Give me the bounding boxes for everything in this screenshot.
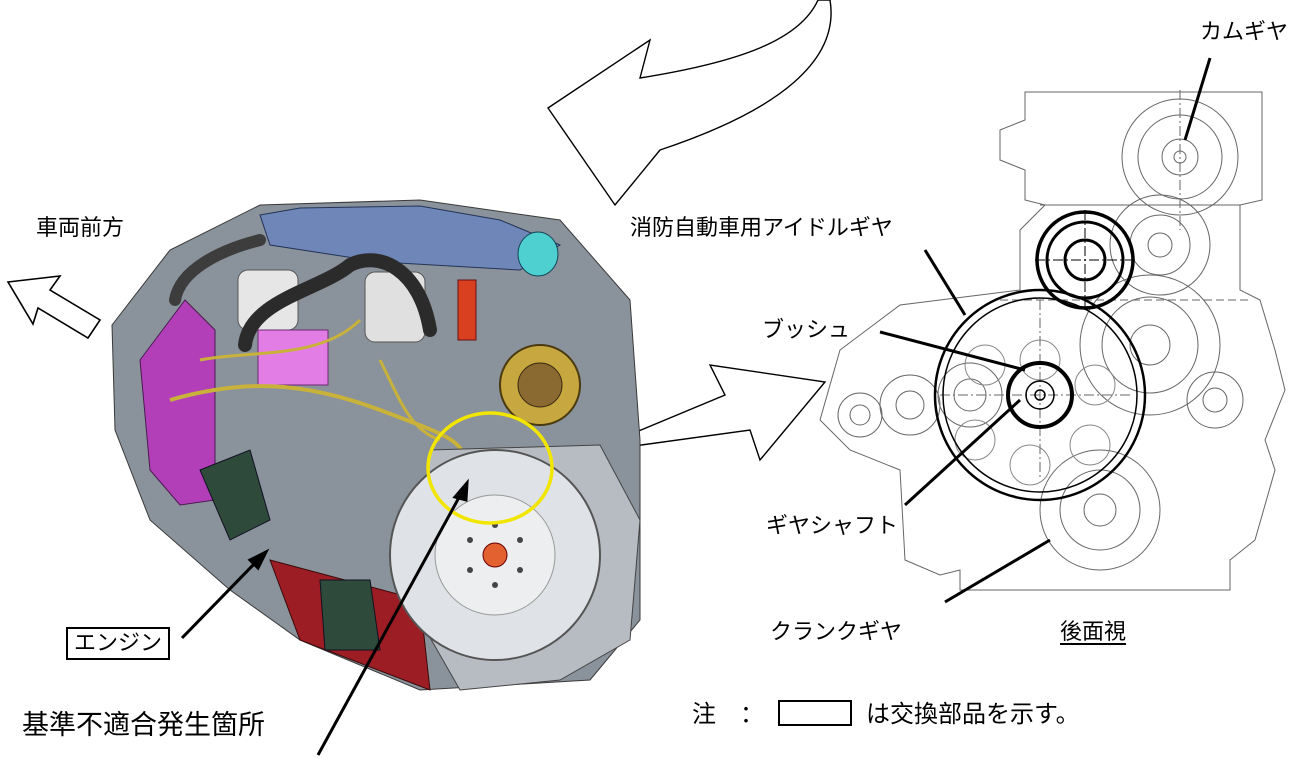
leader-lines	[879, 57, 1212, 604]
front-arrow-icon	[6, 274, 102, 340]
engine-label: エンジン	[66, 627, 171, 660]
vehicle-front-label: 車両前方	[36, 216, 125, 241]
replacement-part-legend-box	[778, 700, 852, 726]
idle-gear-label: 消防自動車用アイドルギヤ	[630, 216, 893, 241]
replacement-parts-outline	[933, 210, 1147, 502]
note-text: 注 ： は交換部品を示す。	[692, 700, 1080, 726]
nonconformity-location-label: 基準不適合発生箇所	[22, 710, 265, 741]
note-suffix: は交換部品を示す。	[866, 700, 1080, 728]
pointer-arrow-icon	[180, 478, 469, 756]
engine-illustration	[111, 199, 641, 691]
highlight-circle	[426, 411, 554, 525]
rear-view-label: 後面視	[1060, 620, 1127, 645]
crank-gear-label: クランクギヤ	[770, 620, 903, 645]
curved-arrow-icon	[547, 0, 832, 207]
note-prefix: 注 ：	[692, 700, 764, 728]
rear-view-drawing	[819, 90, 1286, 591]
bush-label: ブッシュ	[762, 318, 851, 343]
cam-gear-label: カムギヤ	[1200, 20, 1289, 45]
gear-shaft-label: ギヤシャフト	[766, 514, 899, 539]
